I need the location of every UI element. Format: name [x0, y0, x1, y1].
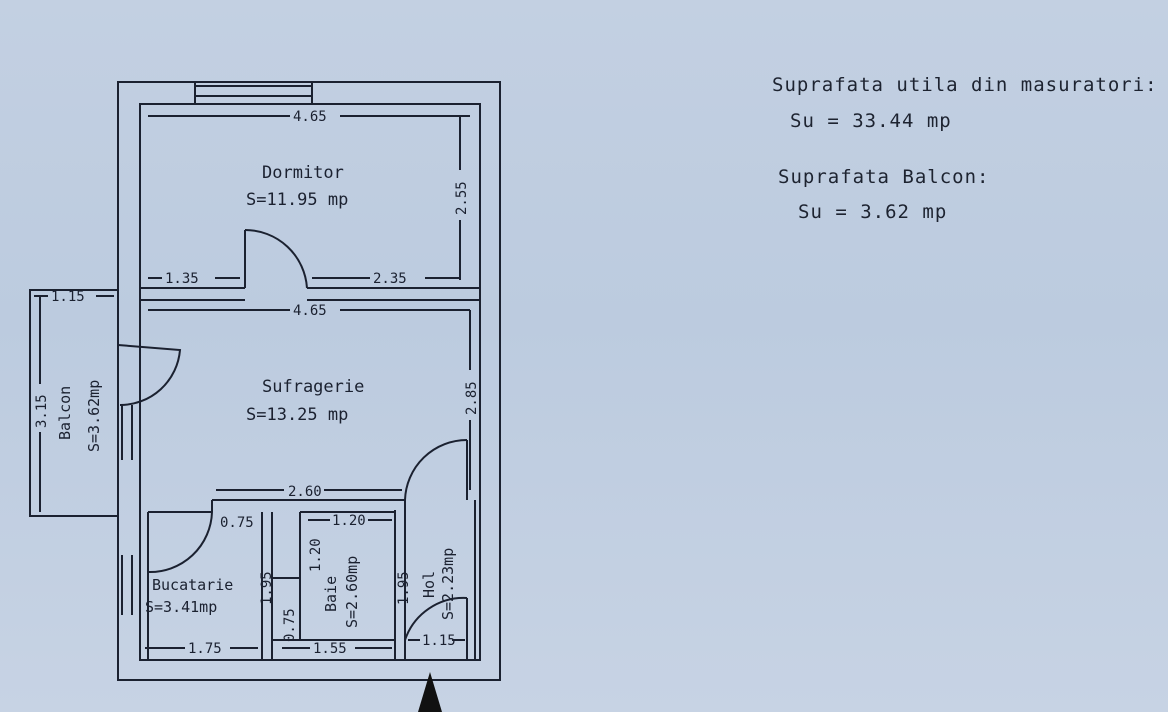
summary-useful-area-value: Su = 33.44 mp — [790, 110, 952, 132]
dim-sufragerie-height: 2.85 — [464, 381, 480, 415]
room-name-hol: Hol — [420, 571, 438, 598]
dim-235: 2.35 — [373, 271, 407, 287]
room-area-sufragerie: S=13.25 mp — [246, 405, 348, 425]
dim-115: 1.15 — [422, 633, 456, 649]
dim-120-a: 1.20 — [332, 513, 366, 529]
dim-dormitor-height: 2.55 — [454, 181, 470, 215]
dim-top-width: 4.65 — [293, 109, 327, 125]
dim-135: 1.35 — [165, 271, 199, 287]
room-name-baie: Baie — [322, 576, 340, 612]
room-area-bucatarie: S=3.41mp — [145, 598, 217, 616]
balcon-outline — [29, 289, 119, 517]
dim-120-b: 1.20 — [308, 538, 324, 572]
summary-balcony-area-label: Suprafata Balcon: — [778, 166, 990, 188]
dim-balcon-height: 3.15 — [34, 394, 50, 428]
summary-balcony-area-value: Su = 3.62 mp — [798, 201, 948, 223]
room-name-balcon: Balcon — [56, 386, 74, 440]
dim-155: 1.55 — [313, 641, 347, 657]
room-name-sufragerie: Sufragerie — [262, 377, 364, 397]
inner-wall-outline — [139, 103, 481, 661]
balcon-door-swing — [117, 344, 182, 407]
dim-balcon-width: 1.15 — [51, 289, 85, 305]
hol-door-swing — [404, 439, 468, 501]
dim-mid-width: 4.65 — [293, 303, 327, 319]
dim-195-a: 1.95 — [259, 571, 275, 605]
entrance-arrow-icon — [418, 672, 442, 712]
entrance-door-swing — [404, 596, 468, 641]
room-area-balcon: S=3.62mp — [85, 380, 103, 452]
room-area-hol: S=2.23mp — [439, 548, 457, 620]
dormitor-door-swing — [244, 228, 308, 289]
room-name-dormitor: Dormitor — [262, 163, 344, 183]
room-area-baie: S=2.60mp — [343, 556, 361, 628]
room-area-dormitor: S=11.95 mp — [246, 190, 348, 210]
dim-075-b: 0.75 — [282, 608, 298, 642]
dim-175: 1.75 — [188, 641, 222, 657]
dim-195-b: 1.95 — [396, 571, 412, 605]
bucatarie-door-swing — [147, 511, 213, 574]
dim-260: 2.60 — [288, 484, 322, 500]
summary-useful-area-label: Suprafata utila din masuratori: — [772, 74, 1158, 96]
dim-075-a: 0.75 — [220, 515, 254, 531]
room-name-bucatarie: Bucatarie — [152, 576, 233, 594]
